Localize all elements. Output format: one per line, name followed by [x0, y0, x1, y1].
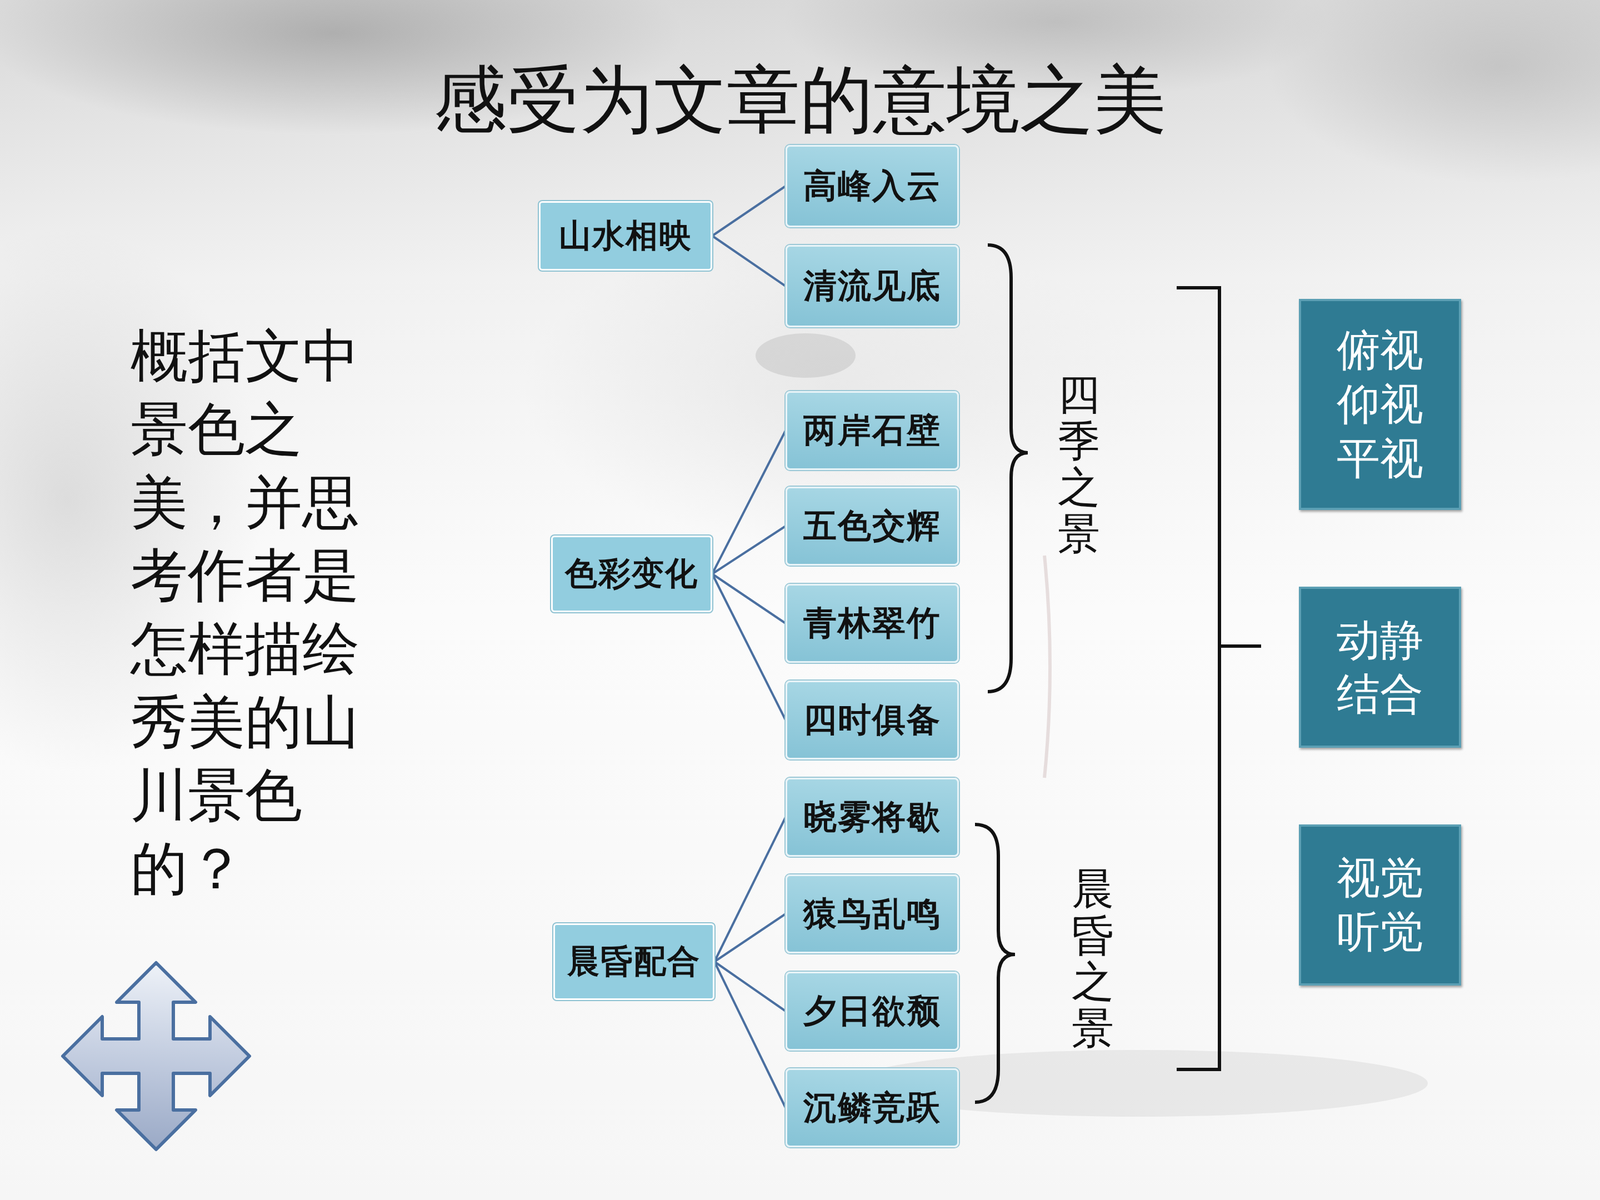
bracket — [1176, 287, 1262, 1070]
connector-line — [714, 961, 786, 1012]
connector-line — [714, 817, 786, 962]
scene-box: 四时俱备 — [785, 680, 959, 760]
connector-line — [714, 961, 786, 1108]
brace — [987, 245, 1028, 692]
node-text: 夕日欲颓 — [803, 988, 942, 1034]
node-text: 晨昏配合 — [567, 940, 701, 984]
connector-line — [712, 186, 786, 237]
connector-line — [714, 913, 786, 962]
scene-box: 高峰入云 — [785, 145, 959, 228]
technique-box: 视觉 听觉 — [1298, 824, 1462, 986]
node-text: 五色交辉 — [803, 503, 942, 549]
scene-box: 两岸石壁 — [785, 391, 959, 470]
node-text: 沉鳞竞跃 — [803, 1085, 942, 1131]
scene-box: 青林翠竹 — [785, 583, 959, 663]
connector-line — [712, 573, 786, 720]
four-way-arrow-icon — [62, 962, 250, 1150]
technique-box: 俯视 仰视 平视 — [1298, 298, 1462, 510]
slide-title: 感受为文章的意境之美 — [0, 51, 1600, 150]
node-text: 山水相映 — [558, 214, 693, 258]
scene-box: 夕日欲颓 — [785, 971, 959, 1051]
connector-line — [712, 236, 786, 287]
node-text: 色彩变化 — [565, 552, 699, 596]
scene-box: 晓雾将歇 — [785, 777, 959, 857]
connector-line — [712, 573, 786, 624]
node-text: 高峰入云 — [803, 163, 942, 209]
node-text: 清流见底 — [803, 263, 942, 309]
scene-box: 沉鳞竞跃 — [785, 1068, 959, 1148]
node-text: 俯视 仰视 平视 — [1330, 323, 1430, 487]
category-box: 山水相映 — [538, 201, 713, 271]
node-text: 晓雾将歇 — [803, 795, 942, 840]
technique-box: 动静 结合 — [1298, 586, 1462, 748]
node-text: 四时俱备 — [803, 697, 942, 743]
scene-box: 猿鸟乱鸣 — [785, 874, 959, 954]
node-text: 两岸石壁 — [803, 408, 942, 454]
node-text: 青林翠竹 — [803, 601, 942, 647]
scene-box: 清流见底 — [785, 245, 959, 328]
category-box: 晨昏配合 — [553, 923, 715, 1000]
group-label: 四季之景 — [1057, 371, 1100, 557]
brace — [975, 824, 1015, 1103]
node-text: 视觉 听觉 — [1330, 851, 1430, 960]
scene-box: 五色交辉 — [785, 486, 959, 566]
group-label: 晨昏之景 — [1071, 865, 1114, 1052]
node-text: 猿鸟乱鸣 — [803, 891, 942, 937]
node-text: 动静 结合 — [1330, 613, 1430, 722]
connector-line — [712, 526, 786, 574]
category-box: 色彩变化 — [551, 535, 713, 613]
connector-line — [712, 430, 786, 574]
question-text: 概括文中景色之美，并思考作者是怎样描绘秀美的山川景色的？ — [130, 319, 392, 906]
